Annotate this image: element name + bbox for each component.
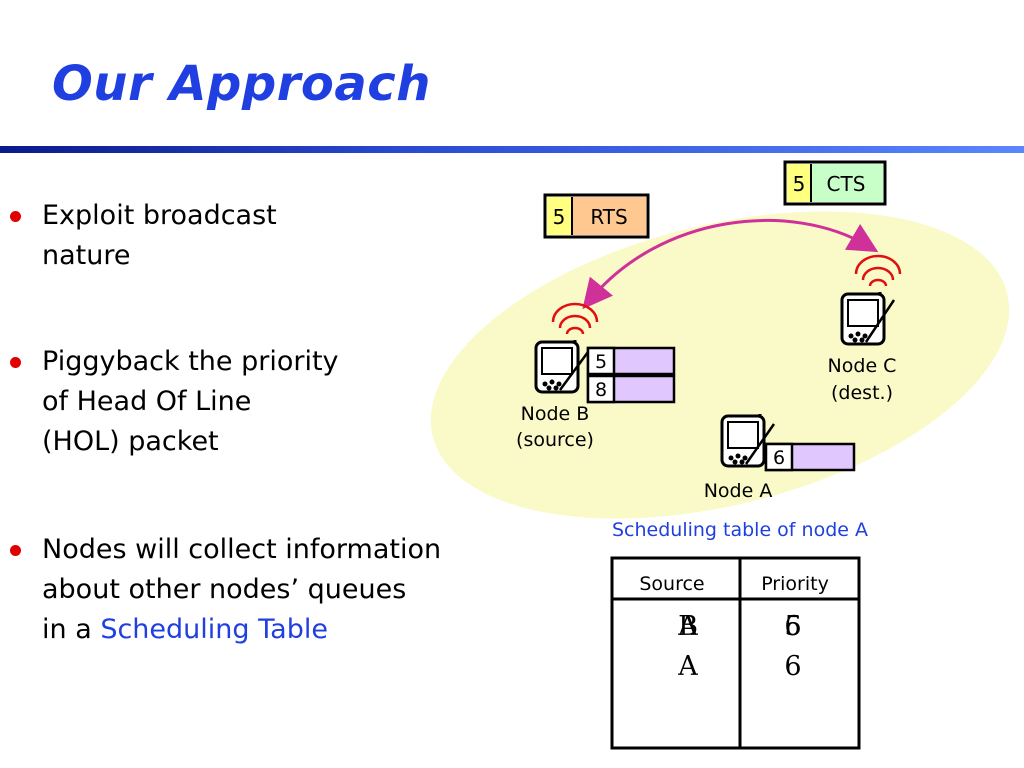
node-b-queue: 5 8 <box>586 346 676 404</box>
bullet-line: Piggyback the priority <box>42 346 339 377</box>
node-a-label: Node A <box>704 480 773 502</box>
node-a-queue-entry: 6 <box>773 447 785 469</box>
scheduling-table: Source Priority B A 5 6 A 6 <box>610 556 861 750</box>
rts-packet: 5 RTS <box>543 193 650 239</box>
rts-cts-arrow <box>582 218 879 310</box>
bullet-line-prefix: in a <box>42 614 101 645</box>
bullet-dot-icon <box>10 545 21 556</box>
rts-label: RTS <box>590 205 627 229</box>
scheduling-table-caption: Scheduling table of node A <box>612 519 868 541</box>
bullet-line: of Head Of Line <box>42 386 252 417</box>
bullet-dot-icon <box>10 357 21 368</box>
node-b-label: Node B <box>521 403 590 425</box>
cts-packet: 5 CTS <box>783 160 887 206</box>
node-a-queue: 6 <box>764 442 856 472</box>
bullet-line: Nodes will collect information <box>42 534 442 565</box>
node-c-sublabel: (dest.) <box>831 382 893 404</box>
node-b-sublabel: (source) <box>516 429 594 451</box>
rts-number: 5 <box>553 205 566 229</box>
table-cell-priority-overlay: 6 <box>784 611 801 642</box>
node-b-device-icon <box>534 302 599 394</box>
bullet-line: about other nodes’ queues <box>42 574 407 605</box>
cts-label: CTS <box>827 172 866 196</box>
cts-number: 5 <box>793 172 806 196</box>
node-b-queue-entry: 5 <box>595 351 607 373</box>
node-c-device-icon <box>840 254 902 346</box>
node-a-device-icon <box>720 414 776 468</box>
bullet-line: nature <box>42 240 131 271</box>
scheduling-table-term: Scheduling Table <box>100 614 328 645</box>
table-cell-source: B <box>678 611 698 642</box>
slide-title: Our Approach <box>52 56 431 112</box>
node-c-label: Node C <box>828 355 897 377</box>
table-cell-priority: 6 <box>784 651 801 682</box>
node-b-queue-entry: 8 <box>595 379 607 401</box>
bullet-line: Exploit broadcast <box>42 200 277 231</box>
bullet-line: (HOL) packet <box>42 426 219 457</box>
table-header-source: Source <box>639 573 704 595</box>
table-header-priority: Priority <box>761 573 829 595</box>
network-area-ellipse <box>430 211 1010 519</box>
table-cell-source-overlay: A <box>677 611 698 642</box>
bullet-dot-icon <box>10 211 21 222</box>
table-cell-source: A <box>677 651 698 682</box>
title-divider <box>0 146 1024 153</box>
table-cell-priority: 5 <box>784 611 801 642</box>
